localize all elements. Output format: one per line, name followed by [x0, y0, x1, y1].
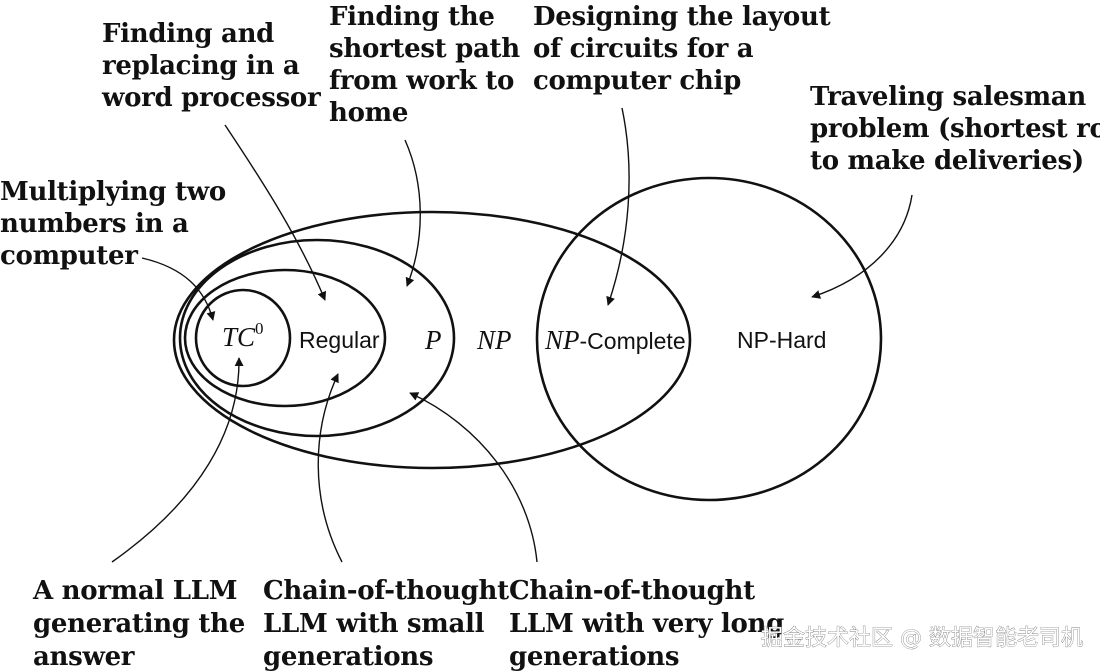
p-ellipse	[178, 238, 456, 438]
arrow-multiplying	[141, 257, 216, 321]
annotation-normal-llm: A normal LLM generating the answer	[32, 576, 254, 672]
arrow-cot-long	[409, 392, 538, 563]
annotation-cot-small: Chain-of-thought LLM with small generati…	[263, 576, 518, 672]
arrow-finding-replacing	[224, 124, 327, 301]
annotation-shortest-path: Finding the shortest path from work to h…	[329, 2, 529, 128]
annotation-multiplying: Multiplying two numbers in a computer	[0, 177, 235, 271]
annotation-circuits: Designing the layout of circuits for a c…	[533, 2, 839, 96]
p-label: P	[424, 325, 442, 355]
np-hard-ellipse	[535, 176, 883, 502]
annotation-cot-long: Chain-of-thought LLM with very long gene…	[509, 576, 793, 672]
annotation-traveling-salesman: Traveling salesman problem (shortest rou…	[810, 82, 1100, 176]
watermark: 掘金技术社区 @ 数据智能老司机	[761, 626, 1083, 651]
regular-ellipse	[183, 268, 387, 408]
arrow-shortest-path	[404, 139, 421, 287]
np-complete-label: NP-Complete	[544, 325, 686, 355]
tc0-label: TC0	[222, 319, 264, 352]
np-ellipse	[172, 210, 692, 470]
regular-label: Regular	[299, 327, 380, 353]
np-hard-label: NP-Hard	[737, 327, 826, 353]
arrow-circuits	[606, 107, 630, 306]
arrow-normal-llm	[111, 357, 244, 563]
np-label: NP	[476, 325, 512, 355]
tc0-ellipse	[194, 288, 292, 388]
arrow-traveling-salesman	[811, 194, 913, 299]
annotation-finding-replacing: Finding and replacing in a word processo…	[101, 19, 321, 113]
arrow-cot-small	[317, 373, 343, 563]
